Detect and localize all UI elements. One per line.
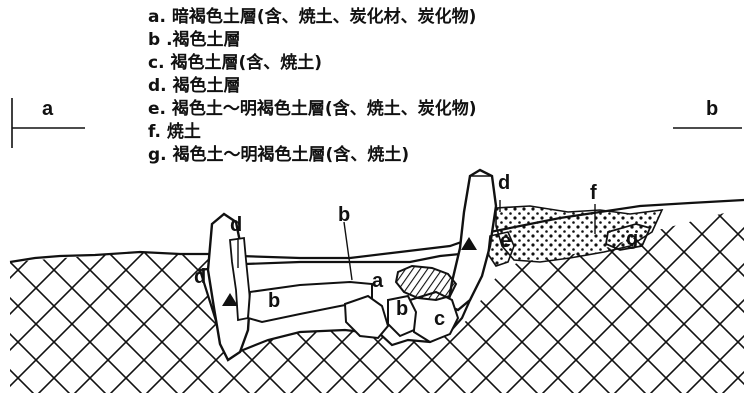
layer-label-c: c xyxy=(434,308,446,330)
layer-label-g: g xyxy=(626,228,639,250)
legend-item: b .褐色土層 xyxy=(148,30,241,50)
striped-lens xyxy=(394,264,458,302)
layer-label-a: a xyxy=(372,270,384,292)
layer-label-d: d xyxy=(194,266,207,288)
section-label-a: a xyxy=(42,98,54,120)
legend-item: f. 焼土 xyxy=(148,122,201,142)
leader-lines xyxy=(237,175,596,281)
legend-item: g. 褐色土～明褐色土層(含、焼土) xyxy=(148,145,410,165)
legend-item: c. 褐色土層(含、焼土) xyxy=(148,53,323,73)
layer-label-d: d xyxy=(230,214,243,236)
section-label-b: b xyxy=(706,98,719,120)
bedrock-area xyxy=(10,208,744,393)
g-layer xyxy=(604,223,652,251)
legend-item: a. 暗褐色土層(含、焼土、炭化材、炭化物) xyxy=(148,7,477,27)
section-line-a xyxy=(11,98,85,148)
left-stone-marker xyxy=(222,293,238,306)
legend: a. 暗褐色土層(含、焼土、炭化材、炭化物) b .褐色土層 c. 褐色土層(含… xyxy=(148,6,476,167)
layer-label-d: d xyxy=(498,172,511,194)
e-lens xyxy=(487,231,515,267)
layer-label-b: b xyxy=(268,290,281,312)
right-stone-marker xyxy=(461,237,477,250)
legend-item: d. 褐色土層 xyxy=(148,76,241,96)
legend-item: e. 褐色土～明褐色土層(含、焼土、炭化物) xyxy=(148,99,477,119)
layer-label-f: f xyxy=(590,182,597,204)
layer-label-b: b xyxy=(396,298,409,320)
layer-label-b: b xyxy=(338,204,351,226)
layer-label-e: e xyxy=(500,230,512,252)
b-block xyxy=(387,294,418,338)
center-block xyxy=(343,294,390,340)
